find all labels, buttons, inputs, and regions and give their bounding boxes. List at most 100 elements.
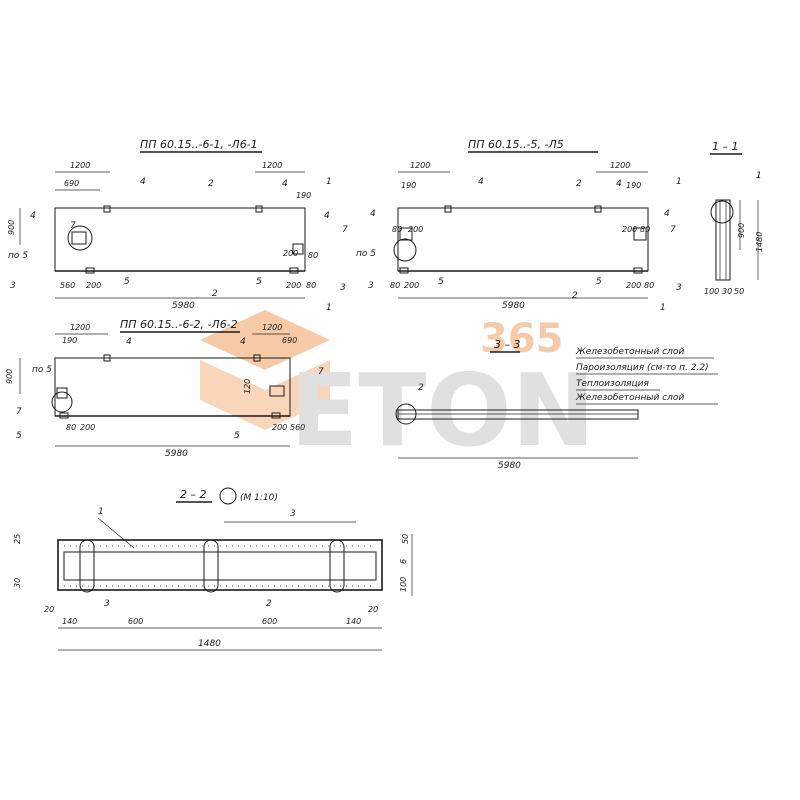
section-2-2-outline xyxy=(57,539,383,591)
section-2-2-scale-circle xyxy=(219,487,237,505)
view-b-dim-80-br: 80 xyxy=(644,281,654,290)
view-a-dim-5980: 5980 xyxy=(172,301,195,311)
view-c-dim-1200-right: 1200 xyxy=(262,323,282,332)
section-3-3-detail-circle xyxy=(395,403,417,425)
view-b-plate-right xyxy=(633,267,643,274)
view-a-dim-1200-left: 1200 xyxy=(70,161,90,170)
layer-1-label: Железобетонный слой xyxy=(575,347,684,357)
view-c-plate-right xyxy=(271,412,281,419)
view-c-dim-80: 80 xyxy=(66,423,76,432)
layer-2-label: Пароизоляция (см-то п. 2.2) xyxy=(576,363,709,373)
view-b-dim-80-left: 80 xyxy=(392,225,402,234)
section-1-1-dim-50: 50 xyxy=(734,287,744,296)
section-1-1-title: 1 – 1 xyxy=(712,140,739,153)
view-b-dim-80-right: 80 xyxy=(640,225,650,234)
view-c-dim-190: 190 xyxy=(62,336,77,345)
view-b-dim-200-br: 200 xyxy=(626,281,641,290)
section-2-2-dim-600-right: 600 xyxy=(262,617,277,626)
section-3-3-profile xyxy=(397,409,639,420)
view-b-dim-1200-right: 1200 xyxy=(610,161,630,170)
layer-4-label: Железобетонный слой xyxy=(575,393,684,403)
section-1-1-dim-1480: 1480 xyxy=(755,232,764,252)
view-c-dim-120: 120 xyxy=(243,379,252,394)
section-2-2-pos-3-top: 3 xyxy=(290,509,296,519)
view-c-dim-200: 200 xyxy=(80,423,95,432)
section-2-2-insulation xyxy=(63,551,377,581)
view-b-pos-5-right: 5 xyxy=(596,277,602,287)
view-c-dim-1200-left: 1200 xyxy=(70,323,90,332)
view-b-cut-1-bottom: 1 xyxy=(660,303,666,313)
section-2-2-dim-140-left: 140 xyxy=(62,617,77,626)
section-3-3: 3 – 3 2 5980 Железобетонный слой Пароизо… xyxy=(395,338,718,471)
view-b-cut-2-bottom: 2 xyxy=(572,291,578,301)
view-a-plate-right xyxy=(289,267,299,274)
view-b-pos-4-left: 4 xyxy=(478,177,484,187)
section-2-2-pos-1: 1 xyxy=(98,507,104,517)
view-b-dim-200-left: 200 xyxy=(408,225,423,234)
view-b: ПП 60.15..-5, -Л5 1200 1200 190 190 80 2… xyxy=(356,138,682,313)
view-a-dim-80b: 80 xyxy=(306,281,316,290)
section-3-3-dim-5980: 5980 xyxy=(498,461,521,471)
view-a-loop-right xyxy=(255,205,263,213)
view-b-dim-5980: 5980 xyxy=(502,301,525,311)
view-a-cut-2-bottom: 2 xyxy=(212,289,218,299)
view-c: ПП 60.15..-6-2, -Л6-2 1200 1200 190 690 … xyxy=(5,318,324,459)
view-a-pos-5-mid: 5 xyxy=(124,277,130,287)
view-c-dim-560: 560 xyxy=(290,423,305,432)
view-b-dim-200-right: 200 xyxy=(622,225,637,234)
view-a-cut-3-right: 3 xyxy=(340,283,346,293)
view-c-pos-4-left: 4 xyxy=(126,337,132,347)
section-2-2-dim-1480: 1480 xyxy=(198,639,221,649)
view-b-cut-3-right: 3 xyxy=(676,283,682,293)
view-b-cut-3-left: 3 xyxy=(368,281,374,291)
view-a-pos-4-left: 4 xyxy=(140,177,146,187)
layer-3-label: Теплоизоляция xyxy=(576,379,649,389)
watermark-logo-shape-lower xyxy=(200,360,330,430)
section-1-1-detail-circle xyxy=(710,200,734,224)
view-b-pos-5-mid: 5 xyxy=(438,277,444,287)
section-2-2-dim-30: 30 xyxy=(13,578,22,588)
view-a-dim-1200-right: 1200 xyxy=(262,161,282,170)
view-b-cut-4-left: 4 xyxy=(370,209,376,219)
section-1-1-dim-100: 100 xyxy=(704,287,719,296)
view-b-loop-left xyxy=(444,205,452,213)
view-a-dim-900: 900 xyxy=(7,220,16,235)
view-a-pos-5-left: по 5 xyxy=(8,251,28,261)
section-1-1-dim-900: 900 xyxy=(737,223,746,238)
view-a-loop-left xyxy=(103,205,111,213)
view-a-cut-3-left: 3 xyxy=(10,281,16,291)
view-a-detail-circle xyxy=(67,225,93,251)
view-b-pos-5-left: по 5 xyxy=(356,249,376,259)
section-2-2-pos-3-bottom: 3 xyxy=(104,599,110,609)
view-c-dim-5980: 5980 xyxy=(165,449,188,459)
section-2-2-dim-25: 25 xyxy=(13,534,22,544)
view-a-plate-left xyxy=(85,267,95,274)
view-b-cut-4-right: 4 xyxy=(664,209,670,219)
view-a-cut-4-right: 4 xyxy=(324,211,330,221)
section-2-2-frame-left xyxy=(79,539,95,593)
view-a-recess-left xyxy=(71,231,87,245)
view-c-pos-5-mid: 5 xyxy=(16,431,22,441)
section-2-2-dim-50: 50 xyxy=(401,534,410,544)
section-2-2-frame-right xyxy=(329,539,345,593)
section-1-1: 1 – 1 1 900 1480 100 30 50 xyxy=(704,140,764,296)
view-a-title: ПП 60.15..-6-1, -Л6-1 xyxy=(140,138,258,151)
view-a-dim-560: 560 xyxy=(60,281,75,290)
view-b-dim-200-bl: 200 xyxy=(404,281,419,290)
view-a-recess-right xyxy=(292,243,304,255)
section-2-2-dim-600-left: 600 xyxy=(128,617,143,626)
view-c-pos-7-left: 7 xyxy=(16,407,22,417)
view-b-cut-2-top: 2 xyxy=(576,179,582,189)
view-a-pos-4-right: 4 xyxy=(282,179,288,189)
view-c-pos-4-right: 4 xyxy=(240,337,246,347)
view-c-pos-5-right: 5 xyxy=(234,431,240,441)
section-2-2-dim-100: 100 xyxy=(399,577,408,592)
view-b-loop-right xyxy=(594,205,602,213)
view-c-dim-200b: 200 xyxy=(272,423,287,432)
view-b-plate-left xyxy=(399,267,409,274)
view-c-title: ПП 60.15..-6-2, -Л6-2 xyxy=(120,318,238,331)
section-3-3-pos-2: 2 xyxy=(418,383,424,393)
view-a: ПП 60.15..-6-1, -Л6-1 1200 1200 690 190 … xyxy=(7,138,348,313)
view-c-loop-right xyxy=(253,354,261,362)
view-b-panel-outline xyxy=(397,207,649,272)
